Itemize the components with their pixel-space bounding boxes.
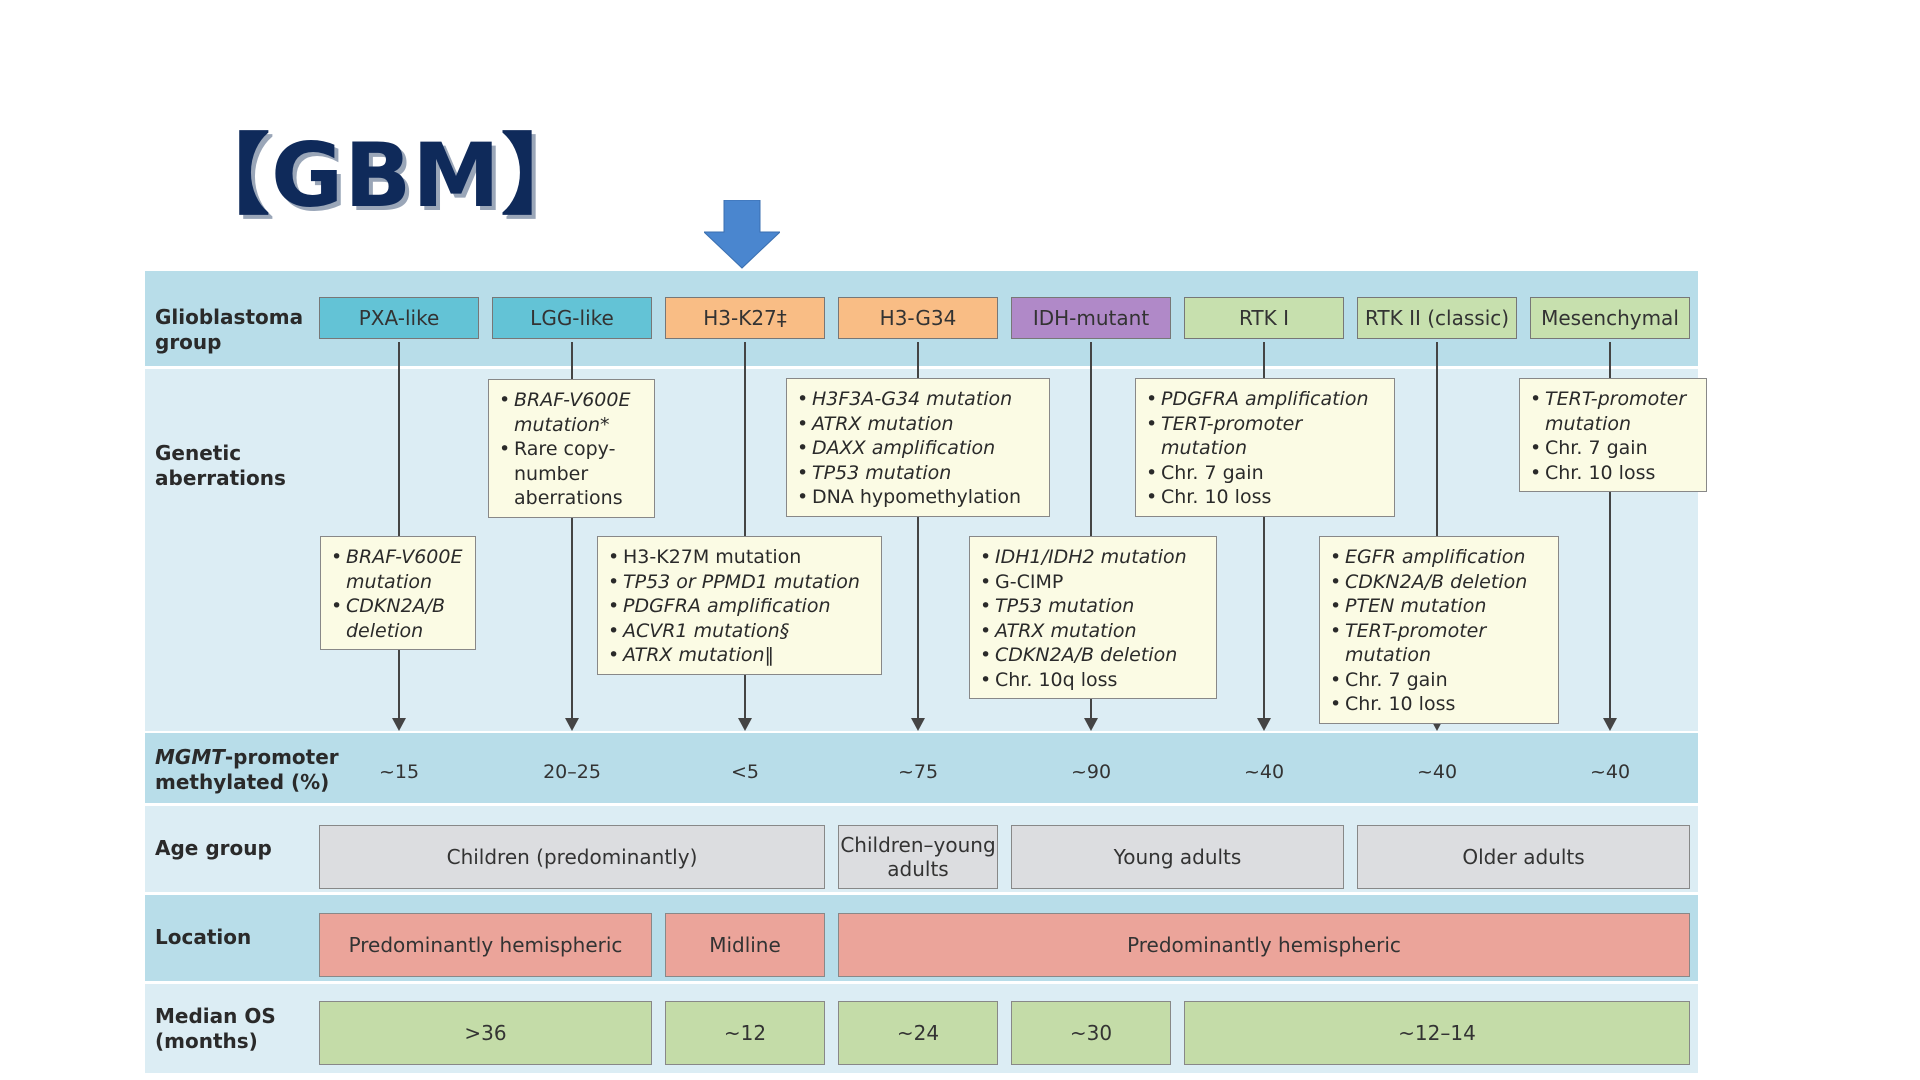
connector-line [1436,342,1438,721]
row-label-location: Location [155,925,252,949]
group-mesenchymal: Mesenchymal [1530,297,1690,339]
row-label-genetic: Genetic aberrations [155,441,286,490]
row-label-age: Age group [155,836,272,860]
connector-line [398,342,400,721]
connector-line [1609,342,1611,721]
group-h3-g34: H3-G34 [838,297,998,339]
aberrations-rtk-i: PDGFRA amplification TERT-promoter mutat… [1135,378,1395,517]
mgmt-value: ~15 [378,761,420,783]
group-pxa-like: PXA-like [319,297,479,339]
location-hemispheric-left: Predominantly hemispheric [319,913,652,977]
mgmt-value: ~90 [1070,761,1112,783]
arrowhead [1084,718,1098,731]
group-h3-k27: H3-K27‡ [665,297,825,339]
os-value: ~30 [1011,1001,1171,1065]
group-idh-mutant: IDH-mutant [1011,297,1171,339]
group-rtk-ii: RTK II (classic) [1357,297,1517,339]
aberrations-mesenchymal: TERT-promoter mutation Chr. 7 gain Chr. … [1519,378,1707,492]
mgmt-value: <5 [730,761,759,783]
os-value: ~12–14 [1184,1001,1690,1065]
age-children: Children (predominantly) [319,825,825,889]
arrowhead [392,718,406,731]
location-hemispheric-right: Predominantly hemispheric [838,913,1690,977]
age-young-adults: Young adults [1011,825,1344,889]
aberrations-idh-mutant: IDH1/IDH2 mutation G-CIMP TP53 mutation … [969,536,1217,699]
connector-line [917,342,919,721]
connector-line [744,342,746,721]
os-value: >36 [319,1001,652,1065]
connector-line [571,342,573,721]
mgmt-band [145,733,1698,803]
aberrations-h3-k27: H3-K27M mutation TP53 or PPMD1 mutation … [597,536,882,675]
slide-title: 【GBM】 [182,124,590,227]
aberrations-pxa-like: BRAF-V600E mutation CDKN2A/B deletion [320,536,476,650]
row-label-group: Glioblastoma group [155,305,304,354]
age-children-young-adults: Children–young adults [838,825,998,889]
aberrations-h3-g34: H3F3A-G34 mutation ATRX mutation DAXX am… [786,378,1050,517]
row-label-os: Median OS (months) [155,1004,276,1053]
mgmt-value: 20–25 [543,761,601,783]
group-rtk-i: RTK I [1184,297,1344,339]
group-lgg-like: LGG-like [492,297,652,339]
arrowhead [738,718,752,731]
connector-line [1263,342,1265,721]
arrowhead [565,718,579,731]
mgmt-value: ~75 [897,761,939,783]
arrowhead [1603,718,1617,731]
os-value: ~12 [665,1001,825,1065]
glioblastoma-classification-diagram: Glioblastoma group Genetic aberrations M… [145,271,1707,1073]
down-arrow-icon [704,200,780,269]
os-value: ~24 [838,1001,998,1065]
mgmt-value: ~40 [1416,761,1458,783]
arrowhead [1257,718,1271,731]
connector-line [1090,342,1092,721]
aberrations-lgg-like: BRAF-V600E mutation* Rare copy-number ab… [488,379,655,518]
mgmt-value: ~40 [1589,761,1631,783]
arrowhead [911,718,925,731]
mgmt-value: ~40 [1243,761,1285,783]
age-older-adults: Older adults [1357,825,1690,889]
location-midline: Midline [665,913,825,977]
aberrations-rtk-ii: EGFR amplification CDKN2A/B deletion PTE… [1319,536,1559,724]
row-label-mgmt: MGMT-promoter methylated (%) [155,745,339,794]
